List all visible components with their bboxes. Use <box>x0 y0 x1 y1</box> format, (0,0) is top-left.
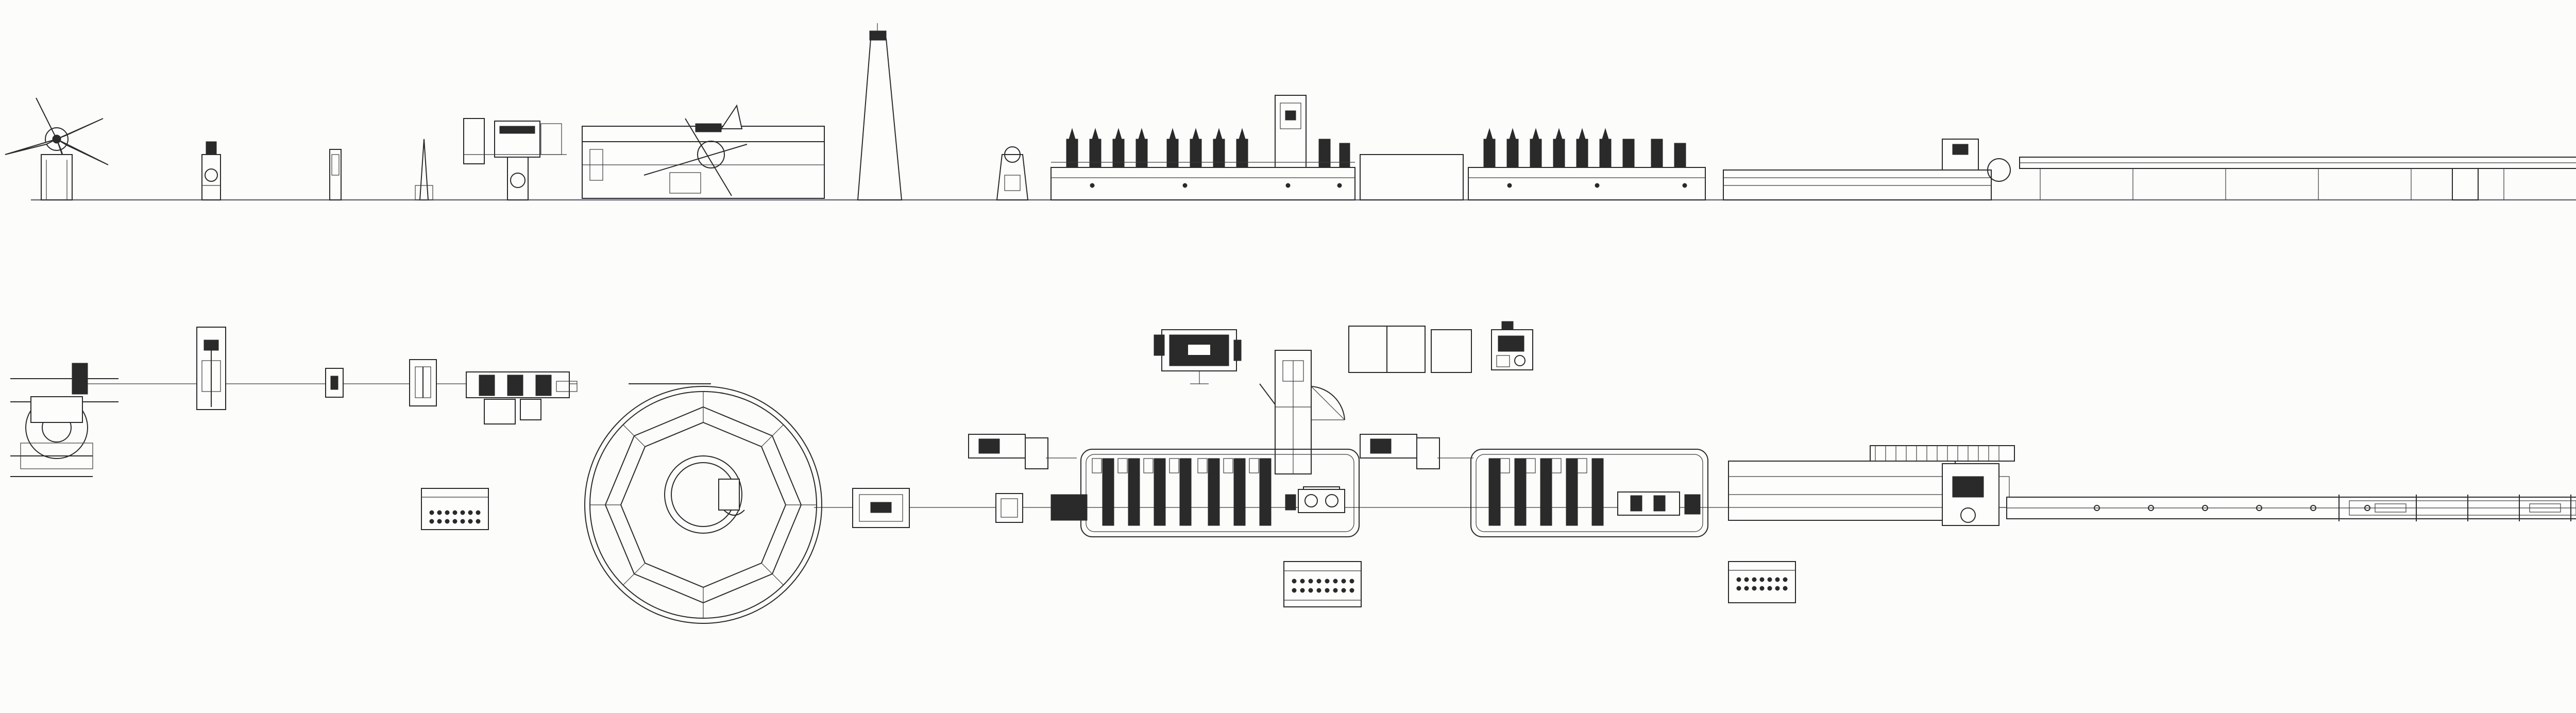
transfer-frame-elevation <box>1360 154 1464 200</box>
plan-view <box>10 321 2576 624</box>
entry-guide-elevation <box>996 146 1029 200</box>
drive-motor-plan-b <box>1360 434 1473 469</box>
tower-elevation <box>857 23 903 200</box>
cutoff-saw-plan <box>1728 445 2015 526</box>
control-panel-icon <box>1728 561 1796 603</box>
butt-welder-elevation <box>463 118 567 200</box>
cutoff-saw-elevation <box>1723 139 2011 200</box>
shear-plan <box>409 359 437 406</box>
elevation-view <box>5 23 2576 201</box>
forming-mill-elevation <box>1050 95 1355 200</box>
guide-elevation <box>415 139 433 200</box>
welder-column-plan <box>1259 350 1345 508</box>
electrical-cabinets-plan <box>1348 326 1472 373</box>
drive-motor-plan-a <box>968 434 1077 469</box>
spiral-accumulator-plan <box>584 383 822 624</box>
control-panel-icon <box>1283 561 1362 607</box>
sizing-mill-elevation <box>1468 128 1706 200</box>
butt-welder-plan <box>466 371 578 425</box>
runout-table-elevation <box>2019 157 2576 200</box>
control-panel-icon <box>421 488 489 530</box>
decoiler-plan <box>10 363 118 477</box>
sizing-mill-plan <box>1470 449 1708 537</box>
hydraulic-unit-plan <box>1491 321 1533 370</box>
decoiler-elevation <box>5 97 109 200</box>
accumulator-elevation <box>582 104 825 199</box>
edge-guide-plan <box>995 493 1023 523</box>
runout-table-plan <box>2006 495 2576 521</box>
straightener-elevation <box>201 141 221 200</box>
pinch-roll-plan <box>852 488 910 528</box>
straightener-plan <box>196 327 226 410</box>
forming-mill-plan <box>1050 449 1360 537</box>
welder-head-icon <box>1154 329 1242 384</box>
shear-welder-elevation <box>329 149 342 200</box>
